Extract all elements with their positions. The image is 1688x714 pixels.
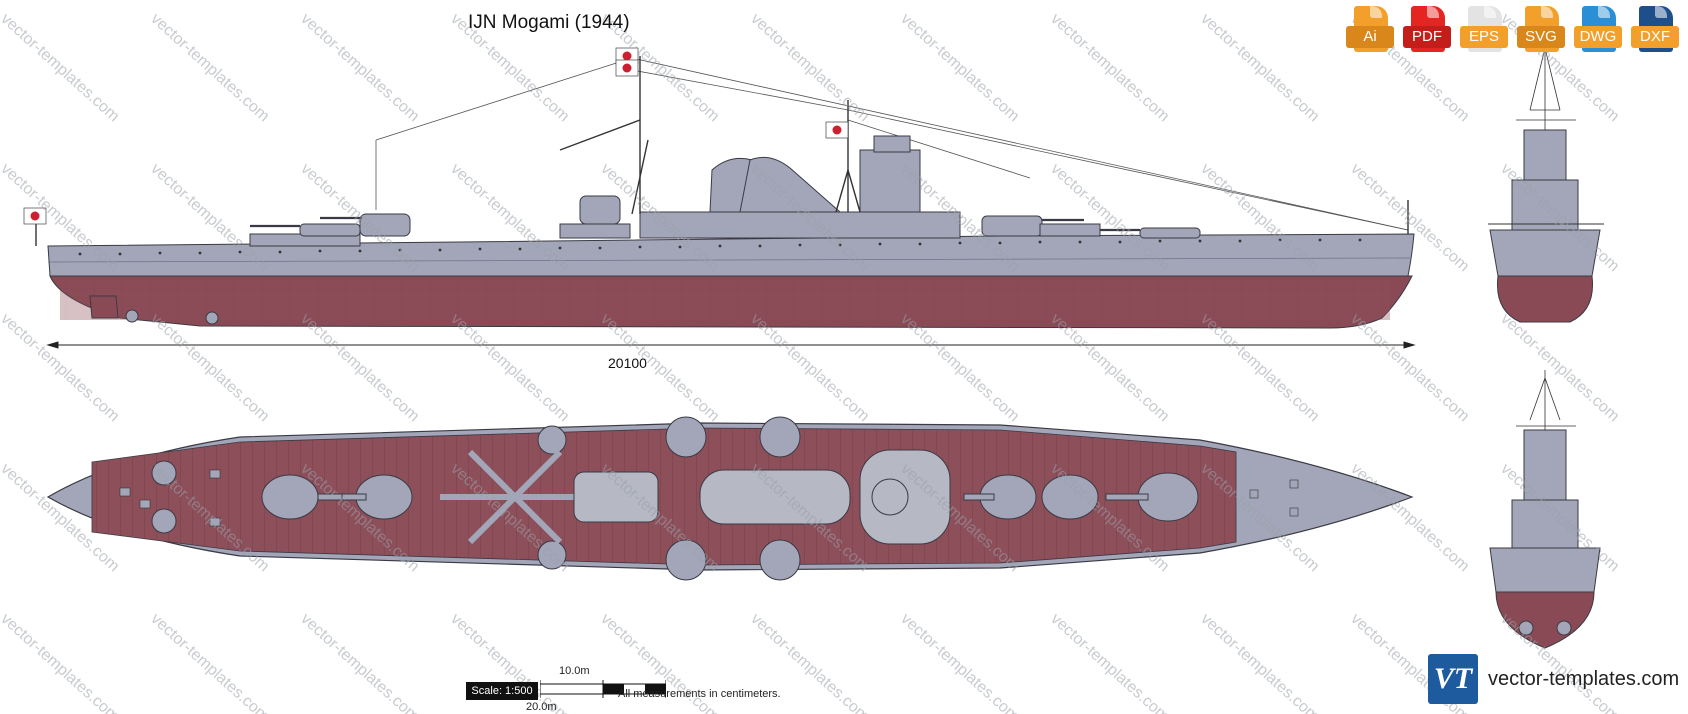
- front-view: [1488, 40, 1604, 323]
- watermark-text: vector-templates.com: [1197, 10, 1322, 125]
- deck-fittings: [119, 469, 1299, 527]
- watermark-text: vector-templates.com: [1197, 610, 1322, 714]
- eps-format-button[interactable]: EPS: [1460, 6, 1508, 56]
- pdf-format-button[interactable]: PDF: [1403, 6, 1451, 56]
- watermark-text: vector-templates.com: [297, 610, 422, 714]
- stern-view: [1489, 370, 1601, 649]
- scale-bar: [540, 680, 666, 698]
- aa-mounts: [151, 416, 801, 581]
- top-view: [46, 416, 1414, 581]
- rudder: [89, 295, 119, 319]
- stern-hull-lower: [1495, 591, 1595, 649]
- side-view: [23, 47, 1416, 349]
- watermark-text: vector-templates.com: [447, 310, 572, 425]
- watermark-text: vector-templates.com: [1347, 460, 1472, 575]
- watermark-text: vector-templates.com: [147, 610, 272, 714]
- length-dimension-label: 20100: [608, 355, 647, 371]
- side-guns: [250, 216, 1140, 232]
- watermark-text: vector-templates.com: [0, 10, 122, 125]
- drawing-title: IJN Mogami (1944): [468, 12, 630, 33]
- flags: [23, 47, 849, 225]
- rigging-lines: [375, 57, 1409, 231]
- watermark-text: vector-templates.com: [0, 610, 122, 714]
- front-hull-lower: [1496, 275, 1594, 323]
- portholes: [78, 238, 1362, 256]
- measurement-note: All measurements in centimeters.: [618, 688, 781, 700]
- watermark-text: vector-templates.com: [1047, 610, 1172, 714]
- ai-format-button[interactable]: Ai: [1346, 6, 1394, 56]
- length-dimension-line: [46, 341, 1416, 349]
- superstructure: [249, 135, 1201, 247]
- brand-name: vector-templates.com: [1488, 667, 1680, 690]
- watermarks: vector-templates.comvector-templates.com…: [0, 10, 1622, 714]
- scale-ratio-box: Scale: 1:500: [466, 682, 538, 700]
- vt-logo-icon: VT: [1428, 654, 1478, 704]
- dwg-format-button[interactable]: DWG: [1574, 6, 1622, 56]
- brand[interactable]: VT vector-templates.com: [1428, 654, 1679, 704]
- watermark-text: vector-templates.com: [147, 10, 272, 125]
- watermark-text: vector-templates.com: [297, 310, 422, 425]
- propeller-icon: [125, 309, 139, 323]
- scale-twenty-label: 20.0m: [526, 701, 557, 713]
- hull-upper: [47, 233, 1415, 277]
- watermark-text: vector-templates.com: [1497, 310, 1622, 425]
- watermark-text: vector-templates.com: [747, 10, 872, 125]
- dxf-format-button[interactable]: DXF: [1631, 6, 1679, 56]
- format-downloads: Ai PDF EPS SVG DWG DXF: [1346, 6, 1679, 56]
- top-turrets: [261, 472, 1199, 522]
- watermark-text: vector-templates.com: [1347, 310, 1472, 425]
- masts: [35, 56, 1409, 246]
- watermark-text: vector-templates.com: [897, 610, 1022, 714]
- svg-format-button[interactable]: SVG: [1517, 6, 1565, 56]
- watermark-text: vector-templates.com: [897, 10, 1022, 125]
- catapult-structure: [440, 449, 600, 545]
- aft-superstructure: [573, 449, 951, 545]
- watermark-text: vector-templates.com: [1047, 10, 1172, 125]
- watermark-text: vector-templates.com: [297, 10, 422, 125]
- watermark-text: vector-templates.com: [0, 310, 122, 425]
- scale-ten-label: 10.0m: [559, 665, 590, 677]
- watermark-text: vector-templates.com: [147, 310, 272, 425]
